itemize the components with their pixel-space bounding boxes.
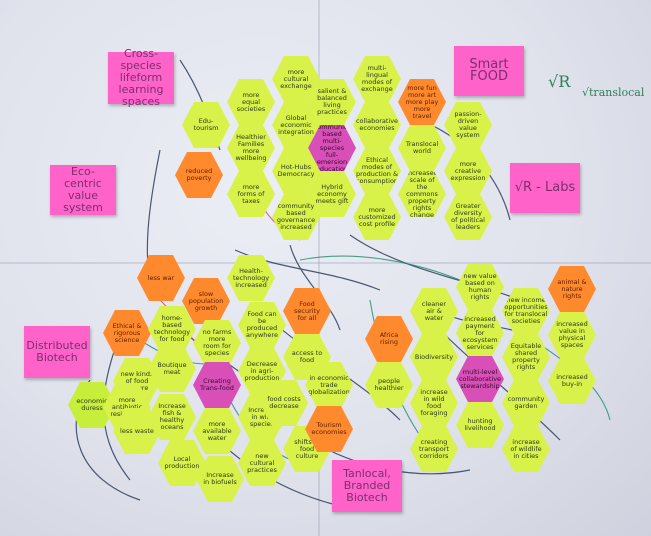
hex-note: Healthier Families more wellbeing: [227, 125, 275, 171]
hex-note: Hot-Hubs Democracy: [272, 148, 320, 194]
hex-note: Ethical modes of production & consumptio…: [353, 148, 401, 194]
hex-note: community based governance increased: [272, 194, 320, 240]
hex-note: reduced poverty: [175, 152, 223, 198]
note-cross-species: Cross-species lifeform learning spaces: [108, 48, 174, 108]
hex-note: Greater diversity of political leaders: [444, 194, 492, 240]
hex-note: more creative expression: [444, 148, 492, 194]
handwritten-radical: √R: [548, 72, 571, 91]
hex-note: community based multi-species full-emers…: [308, 125, 356, 171]
handwritten-translocal: √translocal: [582, 86, 645, 99]
note-eco-centric: Eco-centric value system: [50, 165, 116, 215]
note-translocal-biotech: Tanlocal, Branded Biotech: [332, 460, 402, 512]
hex-note: more forms of taxes: [227, 171, 275, 217]
hex-note: Hybrid economy meets gift: [308, 171, 356, 217]
hex-note: Translocal world: [398, 125, 446, 171]
paper-fold-horizontal: [0, 262, 651, 264]
note-vr-labs: √R - Labs: [510, 163, 580, 213]
note-smart-food: Smart FOOD: [454, 46, 524, 96]
paper-fold-vertical: [318, 0, 320, 536]
hex-note: more customized cost profile: [353, 194, 401, 240]
hex-note: increased scale of the commons property …: [398, 171, 446, 217]
note-distributed-biotech: Distributed Biotech: [24, 326, 90, 378]
